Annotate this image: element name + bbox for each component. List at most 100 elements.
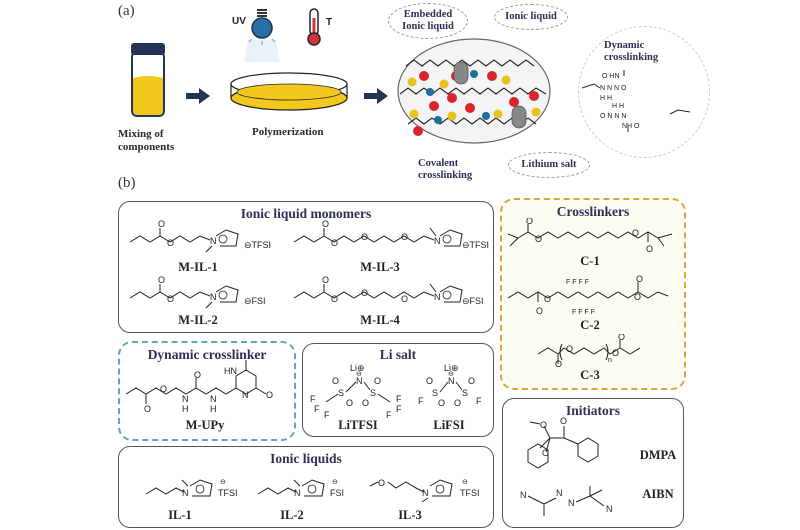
svg-text:O: O — [378, 478, 385, 488]
mixing-caption-line1: Mixing of — [118, 128, 164, 140]
box-title: Dynamic crosslinker — [147, 347, 267, 362]
svg-text:FSI: FSI — [330, 488, 344, 498]
box-title: Initiators — [566, 403, 620, 418]
mixing-caption-line2: components — [118, 141, 175, 153]
svg-text:N: N — [556, 488, 563, 498]
svg-text:H: H — [182, 404, 189, 414]
svg-text:S: S — [338, 388, 344, 398]
svg-text:⊖: ⊖ — [332, 479, 338, 486]
svg-text:O HN: O HN — [602, 73, 620, 80]
svg-text:⊖FSI: ⊖FSI — [462, 296, 484, 306]
svg-text:N: N — [356, 376, 363, 386]
box-title: Ionic liquid monomers — [240, 206, 372, 221]
lithium-salt-bubble: Lithium salt — [508, 152, 590, 178]
svg-text:Li⊕: Li⊕ — [444, 363, 459, 373]
dmpa-label: DMPA — [639, 448, 677, 462]
vial-icon — [131, 43, 165, 117]
svg-text:F F F F: F F F F — [572, 309, 595, 316]
bubble-text: Lithium salt — [521, 159, 577, 170]
svg-text:F: F — [324, 410, 330, 418]
svg-text:S: S — [370, 388, 376, 398]
bubble-text: Embedded — [403, 9, 453, 20]
svg-text:N: N — [568, 498, 575, 508]
m-il-1-structure: OO N ⊖TFSI — [129, 219, 271, 253]
il-1-label: IL-1 — [168, 508, 192, 522]
svg-text:O: O — [331, 294, 338, 304]
svg-text:O: O — [332, 376, 339, 386]
svg-text:O: O — [160, 384, 167, 394]
svg-text:O: O — [468, 376, 475, 386]
il-2-structure: N ⊖ FSI — [257, 479, 344, 498]
uv-bulb-icon — [244, 9, 280, 62]
upy-dimer-icons — [453, 61, 527, 129]
svg-text:⊖TFSI: ⊖TFSI — [462, 240, 489, 250]
ionic-liquids-box: Ionic liquids — [118, 446, 494, 528]
dynamic-crosslinker-box: Dynamic crosslinker — [118, 341, 296, 441]
bubble-text: Ionic liquid — [505, 11, 557, 22]
svg-text:N: N — [606, 504, 613, 514]
m-il-4-label: M-IL-4 — [360, 313, 400, 327]
svg-text:S: S — [462, 388, 468, 398]
initiators-box: Initiators — [502, 398, 684, 528]
svg-text:O: O — [632, 228, 639, 238]
svg-text:N: N — [448, 376, 455, 386]
svg-text:N: N — [434, 236, 441, 246]
svg-text:N: N — [294, 488, 301, 498]
dynamic-crosslinking-label: Dynamic crosslinking — [604, 40, 658, 64]
svg-text:H H: H H — [612, 103, 624, 110]
svg-text:⊖TFSI: ⊖TFSI — [244, 240, 271, 250]
uv-label: UV — [232, 16, 246, 27]
svg-text:O: O — [362, 398, 369, 408]
svg-text:O: O — [194, 370, 201, 380]
svg-text:O N N N: O N N N — [600, 113, 626, 120]
m-il-3-label: M-IL-3 — [360, 260, 400, 274]
svg-text:N: N — [434, 292, 441, 302]
thermometer-icon — [307, 8, 321, 46]
il-3-structure: O N ⊖TFSI — [369, 478, 480, 503]
svg-text:O: O — [158, 275, 165, 285]
svg-text:Li⊕: Li⊕ — [350, 363, 365, 373]
c-2-label: C-2 — [580, 318, 600, 332]
il-3-label: IL-3 — [398, 508, 422, 522]
m-il-2-label: M-IL-2 — [178, 313, 218, 327]
svg-text:F: F — [396, 394, 402, 404]
panel-a-label: (a) — [118, 3, 135, 19]
svg-text:NH O: NH O — [622, 123, 640, 130]
svg-text:O: O — [401, 232, 408, 242]
il-2-label: IL-2 — [280, 508, 304, 522]
dynamic-crosslinking-bubble — [578, 26, 710, 158]
svg-text:O: O — [158, 219, 165, 229]
svg-text:S: S — [432, 388, 438, 398]
dmpa-structure: OOO — [527, 416, 599, 469]
svg-text:N: N — [182, 488, 189, 498]
svg-text:O: O — [454, 398, 461, 408]
svg-text:N: N — [210, 292, 217, 302]
temperature-label: T — [326, 17, 333, 28]
svg-text:H: H — [210, 404, 217, 414]
svg-text:⊖: ⊖ — [448, 371, 454, 378]
svg-text:TFSI: TFSI — [460, 488, 480, 498]
svg-text:O: O — [542, 448, 549, 458]
svg-text:F F F F: F F F F — [566, 279, 589, 286]
svg-text:HN: HN — [224, 366, 237, 376]
svg-text:F: F — [314, 404, 320, 414]
aibn-label: AIBN — [642, 487, 674, 501]
svg-text:⊖: ⊖ — [220, 479, 226, 486]
label-text: crosslinking — [418, 170, 473, 181]
svg-text:O: O — [535, 234, 542, 244]
polymerization-caption: Polymerization — [252, 126, 324, 138]
aibn-structure: N NN N — [520, 486, 613, 516]
litfsi-label: LiTFSI — [338, 418, 378, 432]
svg-text:F: F — [310, 394, 316, 404]
bubble-text: Ionic liquid — [402, 21, 454, 32]
svg-text:O: O — [646, 244, 653, 254]
label-text: Dynamic — [604, 40, 645, 51]
svg-text:O: O — [555, 359, 562, 368]
svg-text:O: O — [144, 404, 151, 414]
